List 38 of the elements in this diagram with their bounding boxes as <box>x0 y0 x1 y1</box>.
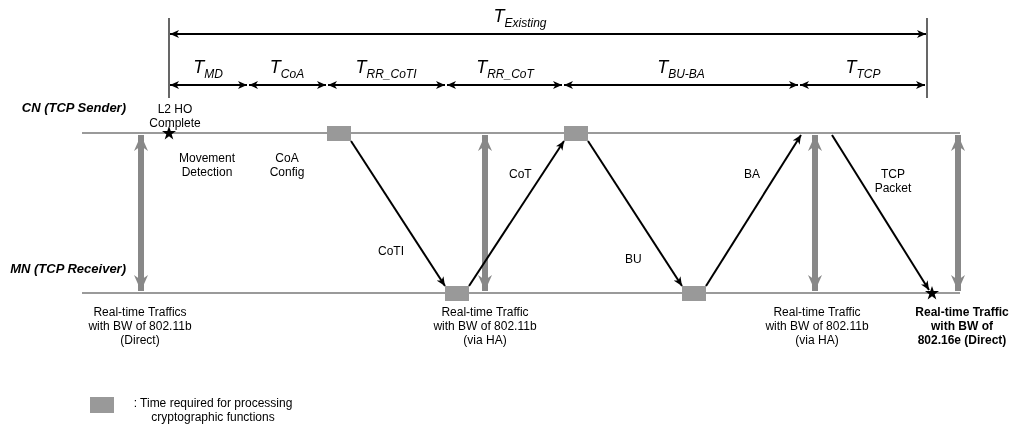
message-arrow <box>705 134 802 287</box>
phase-label: CoA Config <box>268 151 306 179</box>
duration-label: T$_{MD}$ <box>193 57 223 83</box>
edge-label: TCP Packet <box>873 167 913 195</box>
edge-label: BU <box>625 252 642 266</box>
double-arrow <box>478 135 492 291</box>
timeline-label: MN (TCP Receiver) <box>9 261 126 276</box>
duration-label: T$_{RR_CoTI}$ <box>355 57 417 83</box>
traffic-note: Real-time Traffics with BW of 802.11b (Direct) <box>88 305 192 347</box>
phase-label: Movement Detection <box>178 151 236 179</box>
message-arrow <box>831 134 930 291</box>
event-label: L2 HO Complete <box>148 102 202 130</box>
timeline-label: CN (TCP Sender) <box>20 100 126 115</box>
edge-label: BA <box>744 167 760 181</box>
processing-block <box>682 286 706 301</box>
edge-label: CoTI <box>378 244 404 258</box>
edge-label: CoT <box>509 167 532 181</box>
processing-block <box>445 286 469 301</box>
legend-text: : Time required for processing cryptographic functions <box>132 396 294 424</box>
message-arrow <box>468 140 565 287</box>
duration-label: T$_{BU-BA}$ <box>657 57 705 83</box>
duration-label: T$_{CoA}$ <box>269 57 305 83</box>
message-arrow <box>350 140 446 287</box>
traffic-note: Real-time Traffic with BW of 802.11b (via HA) <box>433 305 537 347</box>
double-arrow <box>808 135 822 291</box>
processing-block <box>327 126 351 141</box>
message-arrow <box>587 140 683 287</box>
timeline <box>82 132 960 134</box>
double-arrow <box>134 135 148 291</box>
duration-label: T$_{TCP}$ <box>845 57 881 83</box>
traffic-note: Real-time Traffic with BW of 802.16e (Direct) <box>914 305 1010 347</box>
processing-block <box>564 126 588 141</box>
traffic-note: Real-time Traffic with BW of 802.11b (via HA) <box>765 305 869 347</box>
duration-label: T$_{RR_CoT}$ <box>476 57 534 83</box>
timeline <box>82 292 960 294</box>
duration-label: T$_{Existing}$ <box>493 6 547 32</box>
double-arrow <box>951 135 965 291</box>
star-marker <box>925 286 939 300</box>
